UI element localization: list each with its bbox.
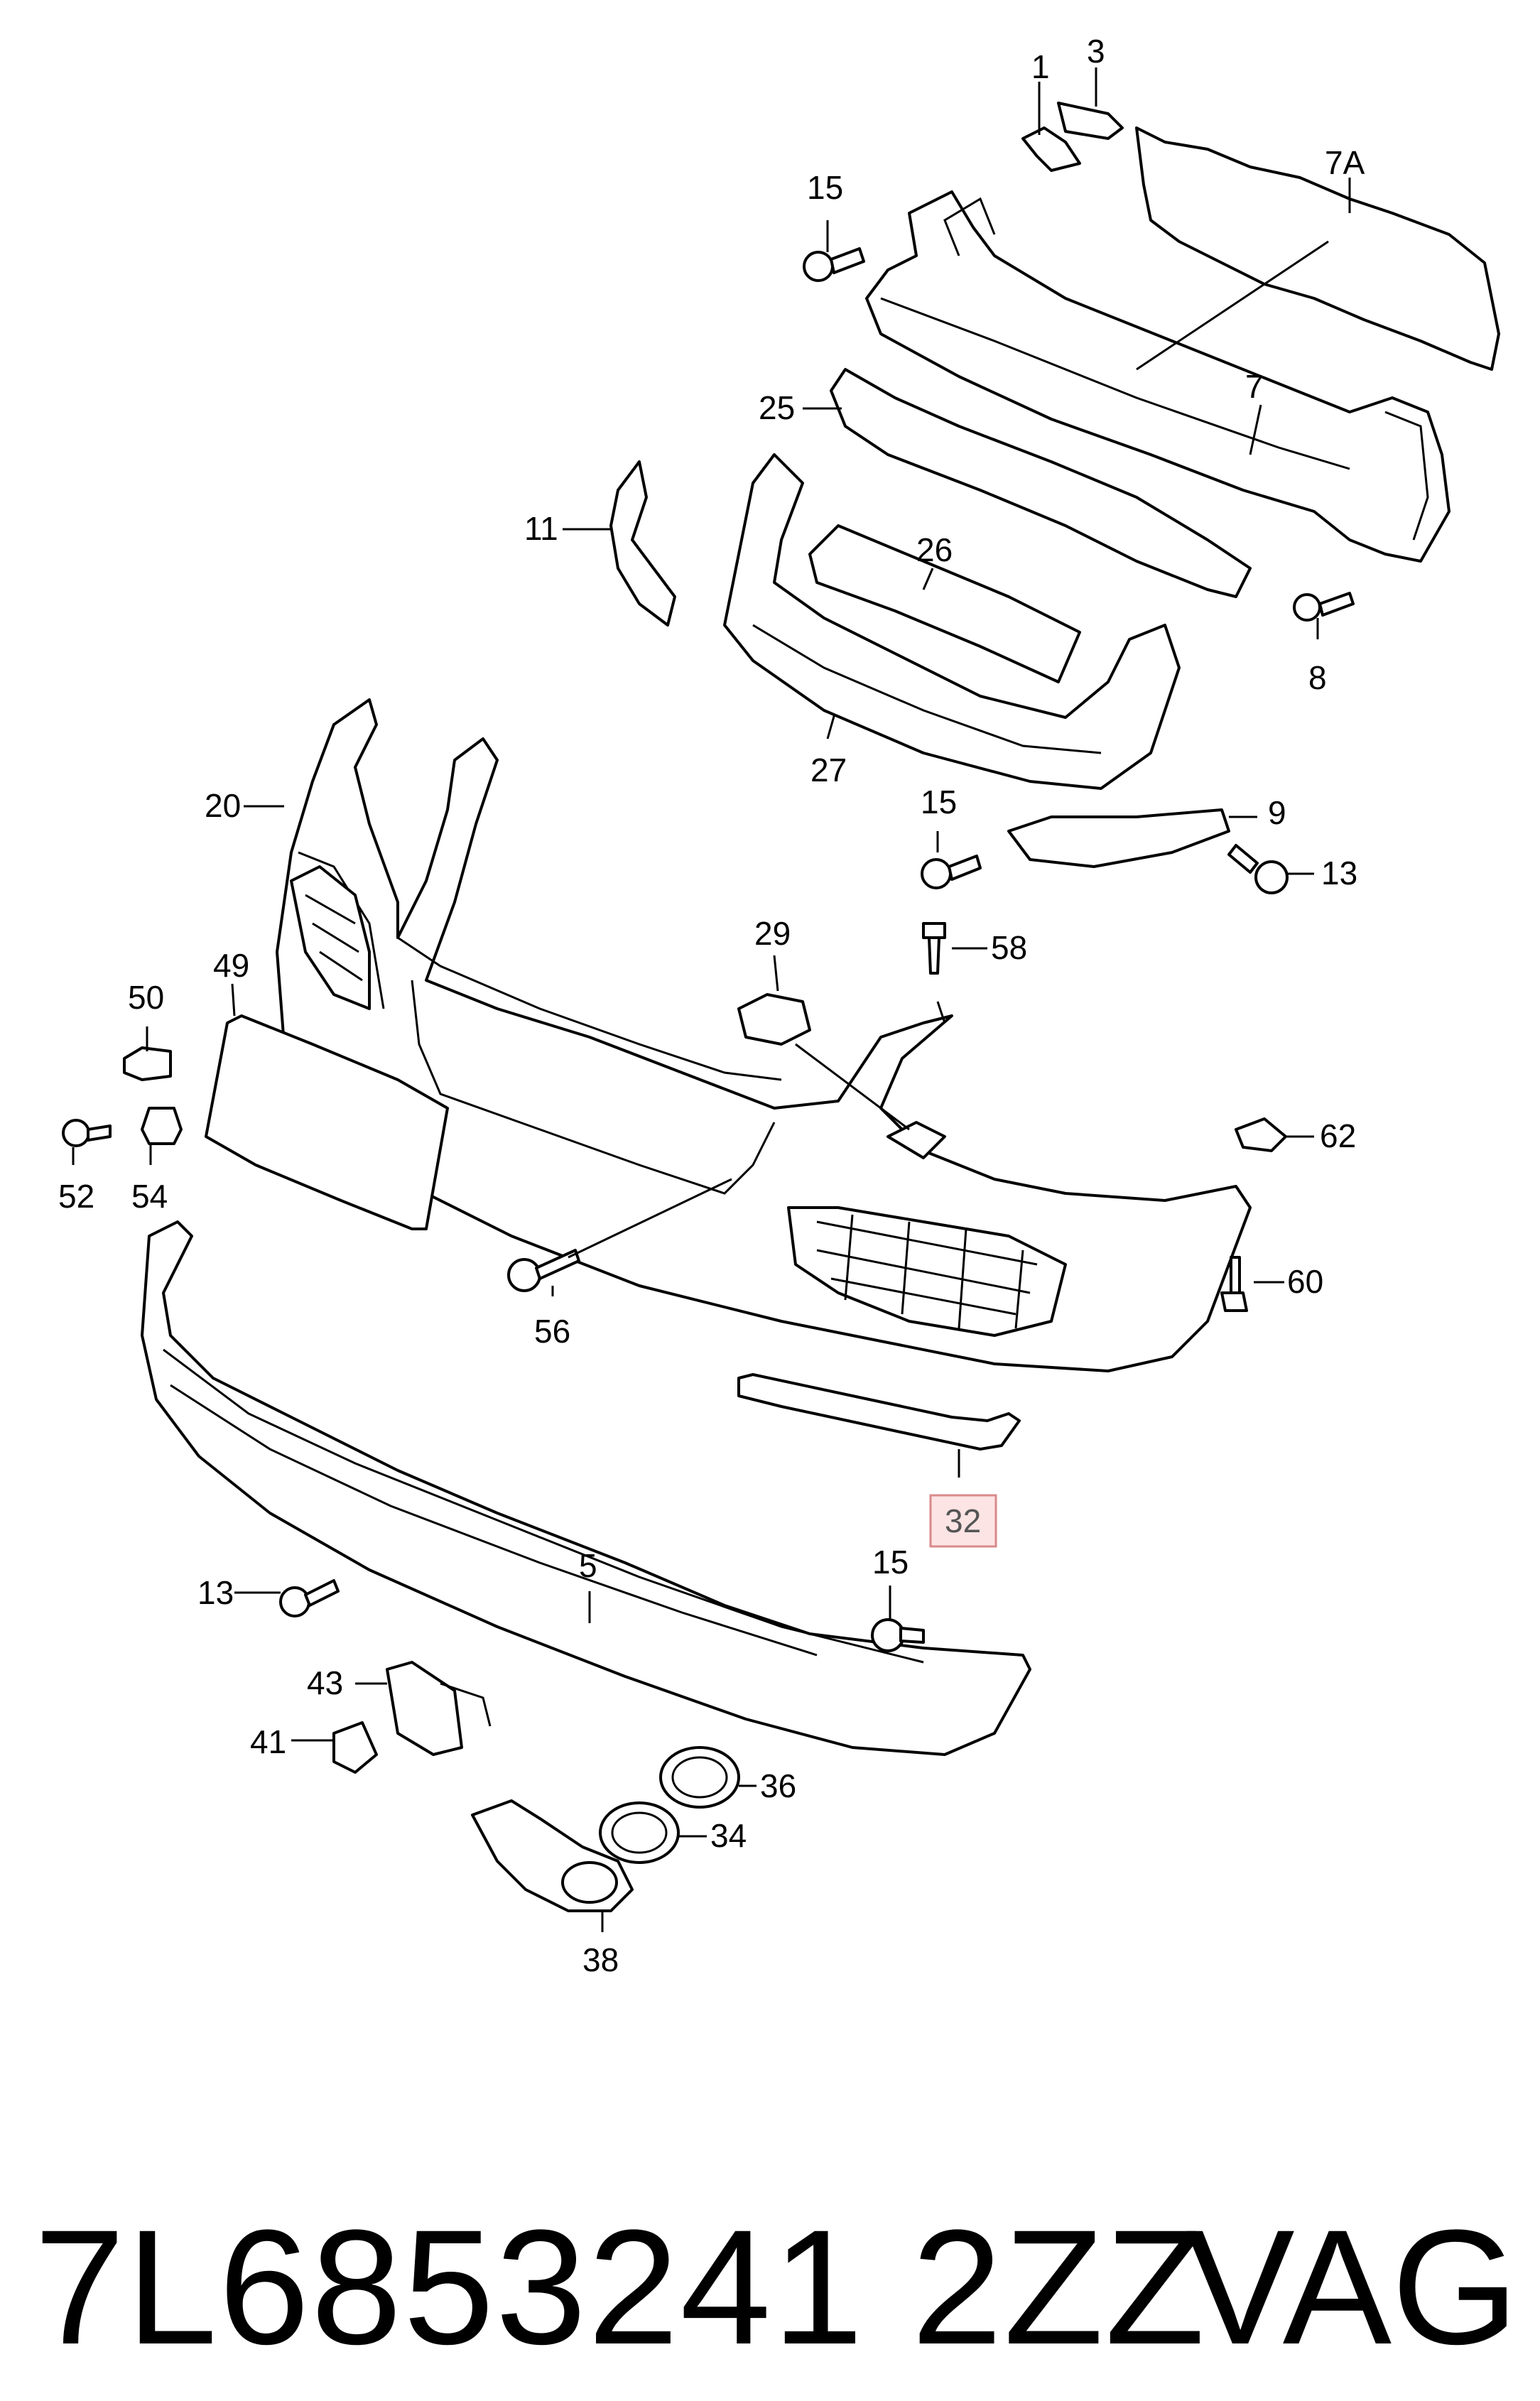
part-20-bumper-cover [276, 698, 1252, 1372]
callout-50: 50 [128, 979, 164, 1016]
part-15-bolt-top [803, 247, 865, 282]
callout-25: 25 [759, 389, 795, 426]
footer: 7L6853241 2ZZ VAG [0, 2196, 1540, 2378]
callout-52: 52 [58, 1178, 94, 1215]
part-27-frame [723, 453, 1181, 790]
part-54-nut [141, 1107, 183, 1145]
callout-9: 9 [1268, 794, 1286, 831]
callout-26: 26 [916, 531, 953, 568]
part-60-screw [1220, 1256, 1248, 1312]
callout-7: 7 [1245, 368, 1264, 405]
callout-38: 38 [582, 1941, 619, 1978]
callout-20: 20 [205, 787, 241, 824]
callout-5: 5 [579, 1547, 597, 1584]
part-52-bolt [62, 1119, 112, 1147]
callout-labels: 1 3 7A 15 7 25 11 26 8 20 27 15 9 13 49 … [58, 33, 1365, 1350]
callout-58: 58 [991, 929, 1027, 966]
callout-34: 34 [710, 1817, 747, 1854]
callout-3: 3 [1087, 33, 1105, 70]
part-3-clip [1057, 102, 1124, 140]
callout-8: 8 [1308, 659, 1327, 696]
part-36-ring [659, 1746, 740, 1809]
leader-lines [72, 67, 1351, 1932]
part-9-bracket [1007, 808, 1230, 868]
callout-15-mid: 15 [921, 784, 957, 820]
callout-32-highlighted[interactable]: 32 [929, 1494, 997, 1548]
callout-62: 62 [1320, 1117, 1356, 1154]
callout-13-upper: 13 [1321, 855, 1357, 891]
callout-27: 27 [810, 752, 847, 788]
callout-41: 41 [250, 1723, 286, 1760]
part-1-bracket [1021, 126, 1081, 172]
brand-name: VAG [1186, 2196, 1519, 2378]
part-number: 7L6853241 2ZZ [34, 2196, 1207, 2378]
part-13-bolt-upper [1227, 844, 1289, 894]
part-26-plate [808, 524, 1081, 683]
callout-43: 43 [307, 1664, 343, 1701]
callout-36: 36 [760, 1767, 796, 1804]
part-50-clip [123, 1046, 172, 1081]
part-15-bolt-mid [921, 855, 982, 889]
part-49-plate-holder [205, 1014, 449, 1230]
part-11-guide [609, 460, 676, 627]
part-8-bolt [1293, 592, 1355, 622]
callout-1: 1 [1031, 48, 1050, 85]
part-29-tow-cap [737, 993, 811, 1046]
part-43-mount [386, 1661, 492, 1756]
callout-49: 49 [213, 947, 249, 984]
callout-15-lower: 15 [872, 1544, 909, 1581]
part-38-fog-grille [471, 1799, 634, 1912]
part-25-reinforcement [830, 368, 1252, 598]
callout-11: 11 [524, 510, 558, 547]
part-5-spoiler [141, 1220, 1031, 1756]
callout-60: 60 [1287, 1263, 1323, 1300]
callout-labels-lower: 13 5 15 43 41 36 34 38 [197, 1544, 909, 1978]
part-15-bolt-lower [871, 1618, 925, 1652]
part-34-ring [599, 1801, 680, 1864]
callout-13-lower: 13 [197, 1574, 234, 1611]
part-32-trim-strip [737, 1373, 1021, 1451]
callout-15-top: 15 [807, 169, 843, 206]
callout-32: 32 [945, 1502, 981, 1539]
callout-29: 29 [754, 915, 791, 952]
highlight-box [929, 1494, 997, 1548]
callout-56: 56 [534, 1313, 570, 1350]
callout-7A: 7A [1325, 144, 1365, 181]
part-41-cap [332, 1721, 378, 1774]
part-58-screw [922, 922, 946, 975]
callout-54: 54 [131, 1178, 168, 1215]
part-62-clip [1235, 1117, 1287, 1152]
part-7-carrier [865, 190, 1450, 563]
part-13-bolt-lower [279, 1579, 340, 1617]
